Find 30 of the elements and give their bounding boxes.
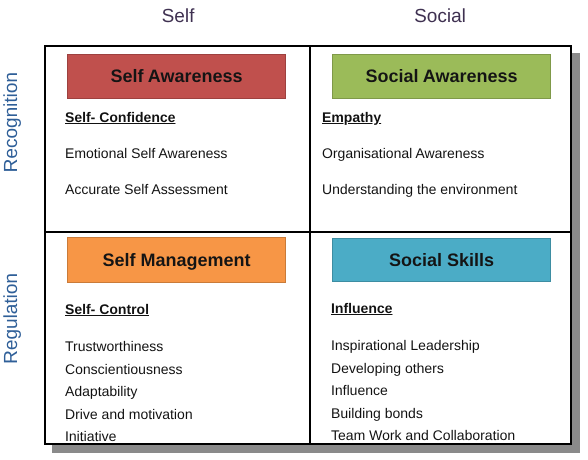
column-heading: Social [414, 6, 466, 28]
list-item: Developing others [331, 360, 444, 376]
quadrant-panel [44, 45, 311, 233]
column-heading: Self [162, 6, 194, 28]
list-item: Emotional Self Awareness [65, 145, 228, 161]
list-item: Team Work and Collaboration [331, 427, 516, 443]
list-item: Drive and motivation [65, 406, 193, 422]
category-banner: Self Management [67, 237, 286, 283]
subheading: Empathy [322, 109, 382, 125]
list-item: Organisational Awareness [322, 145, 484, 161]
category-banner: Self Awareness [67, 54, 286, 99]
list-item: Trustworthiness [65, 338, 164, 354]
list-item: Adaptability [65, 383, 138, 399]
list-item: Understanding the environment [322, 181, 518, 197]
list-item: Initiative [65, 428, 116, 444]
quadrant-panel [309, 231, 572, 445]
list-item: Influence [331, 382, 388, 398]
category-banner: Social Awareness [332, 54, 551, 99]
quadrant-panel [309, 45, 572, 233]
subheading: Influence [331, 300, 392, 316]
list-item: Accurate Self Assessment [65, 181, 228, 197]
subheading: Self- Confidence [65, 109, 176, 125]
row-heading: Regulation [1, 272, 23, 364]
category-banner: Social Skills [332, 238, 551, 282]
list-item: Building bonds [331, 404, 423, 420]
subheading: Self- Control [65, 301, 149, 317]
list-item: Conscientiousness [65, 360, 183, 376]
quadrant-panel [44, 231, 311, 445]
row-heading: Recognition [1, 72, 23, 172]
list-item: Inspirational Leadership [331, 337, 480, 353]
